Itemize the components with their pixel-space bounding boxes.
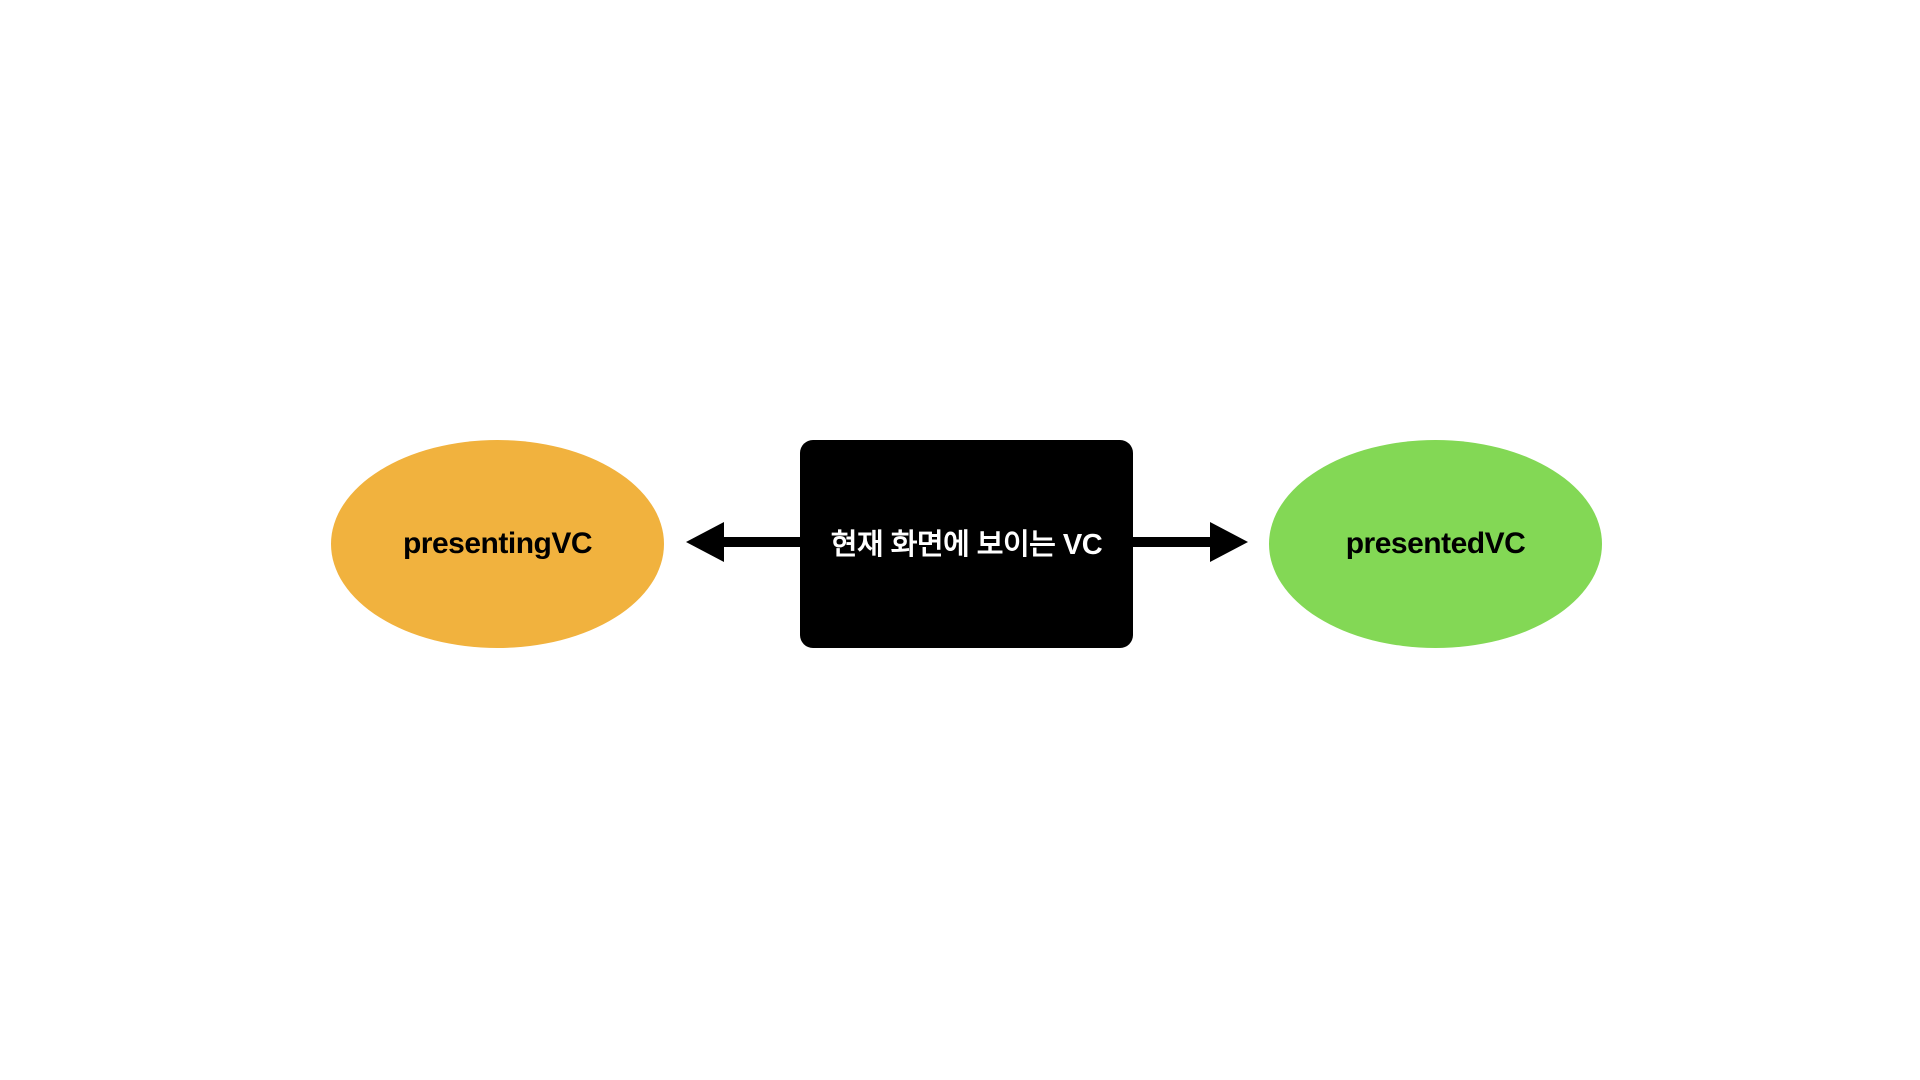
presenting-vc-label: presentingVC [402, 527, 593, 560]
arrow-right-icon [1131, 522, 1248, 562]
presented-vc-node: presentedVC [1269, 440, 1602, 648]
presented-vc-label: presentedVC [1345, 527, 1526, 560]
presenting-vc-node: presentingVC [331, 440, 664, 648]
current-vc-node: 현재 화면에 보이는 VC [800, 440, 1133, 648]
arrow-left-icon [686, 522, 802, 562]
current-vc-label: 현재 화면에 보이는 VC [830, 529, 1103, 561]
